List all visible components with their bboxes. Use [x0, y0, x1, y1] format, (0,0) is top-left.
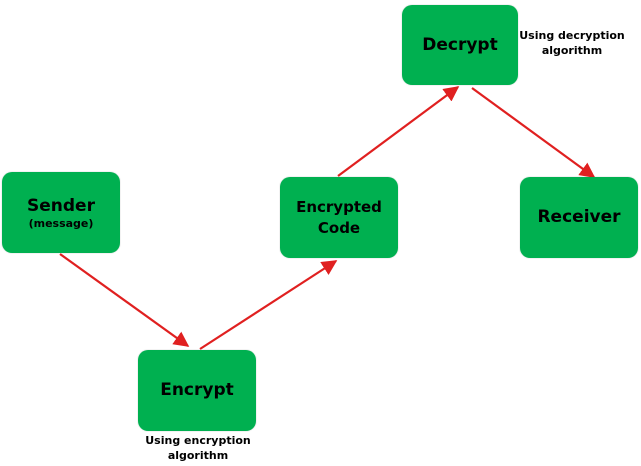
node-encrypt: Encrypt [138, 350, 256, 431]
node-encrypted-code: Encrypted Code [280, 177, 398, 258]
node-receiver-label: Receiver [537, 207, 621, 227]
node-sender: Sender (message) [2, 172, 120, 253]
annotation-encryption-line2: algorithm [167, 449, 229, 462]
annotation-decryption-line1: Using decryption [519, 29, 625, 42]
annotation-decryption-line2: algorithm [541, 44, 603, 57]
node-code-label-line1: Encrypted [296, 197, 382, 216]
node-decrypt: Decrypt [402, 5, 518, 85]
arrow-decrypt-to-receiver [471, 87, 596, 178]
node-sender-sublabel: (message) [28, 216, 94, 230]
arrow-encrypt-to-code [199, 260, 338, 350]
annotation-encryption-line1: Using encryption [145, 434, 251, 447]
node-code-label-line2: Code [317, 218, 361, 237]
arrow-sender-to-encrypt [59, 253, 190, 347]
annotation-encryption: Using encryption algorithm [136, 433, 260, 463]
annotation-decryption: Using decryption algorithm [516, 28, 628, 58]
arrow-code-to-decrypt [337, 86, 460, 177]
node-receiver: Receiver [520, 177, 638, 258]
node-decrypt-label: Decrypt [422, 34, 498, 55]
node-sender-label: Sender [27, 195, 95, 216]
node-encrypt-label: Encrypt [160, 380, 234, 400]
